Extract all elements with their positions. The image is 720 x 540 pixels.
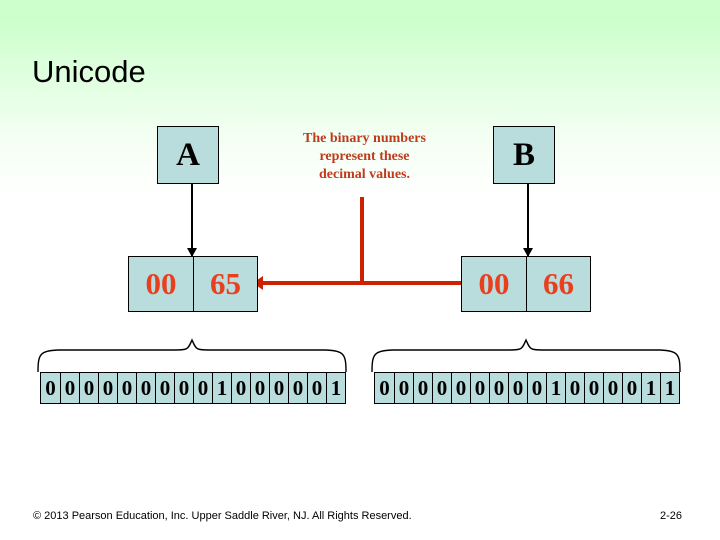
bit-cell: 0 <box>193 373 212 403</box>
connector-arrowhead-b-icon <box>523 248 533 257</box>
bit-cell: 0 <box>98 373 117 403</box>
connector-arrow-a <box>187 184 197 257</box>
character-box-a: A <box>157 126 219 184</box>
bit-cell: 0 <box>603 373 622 403</box>
brace-a-icon <box>37 338 347 373</box>
bit-cell: 1 <box>641 373 660 403</box>
character-glyph-b: B <box>512 136 535 173</box>
bit-cell: 0 <box>489 373 508 403</box>
callout-line-2: represent these <box>319 149 410 164</box>
bit-cell: 0 <box>231 373 250 403</box>
decimal-group-a: 00 65 <box>128 256 258 312</box>
character-glyph-a: A <box>176 136 200 173</box>
bit-cell: 0 <box>432 373 451 403</box>
bit-cell: 0 <box>508 373 527 403</box>
bit-cell: 1 <box>326 373 345 403</box>
brace-b-icon <box>371 338 681 373</box>
footer-page-number: 2-26 <box>660 510 683 522</box>
callout-arrowhead-left-icon <box>253 276 263 290</box>
bit-cell: 0 <box>117 373 136 403</box>
character-box-b: B <box>493 126 555 184</box>
bit-cell: 1 <box>660 373 679 403</box>
page-title: Unicode <box>32 54 146 89</box>
bit-cell: 1 <box>212 373 231 403</box>
bit-cell: 0 <box>155 373 174 403</box>
bit-cell: 0 <box>584 373 603 403</box>
bit-cell: 0 <box>60 373 79 403</box>
bit-cell: 0 <box>470 373 489 403</box>
bit-cell: 0 <box>45 375 56 400</box>
bit-cell: 0 <box>250 373 269 403</box>
callout-caption: The binary numbers represent these decim… <box>262 130 467 184</box>
decimal-cell-a-low: 65 <box>193 257 257 311</box>
callout-line-1: The binary numbers <box>303 131 426 146</box>
decimal-cell-b-high: 00 <box>478 266 510 301</box>
callout-line-3: decimal values. <box>319 167 410 182</box>
decimal-cell-a-high: 00 <box>145 266 177 301</box>
connector-arrow-b <box>523 184 533 257</box>
bit-cell: 0 <box>79 373 98 403</box>
bit-cell: 0 <box>451 373 470 403</box>
bit-cell: 0 <box>565 373 584 403</box>
bit-cell: 0 <box>136 373 155 403</box>
bit-cell: 0 <box>527 373 546 403</box>
callout-stem-line <box>360 197 364 285</box>
decimal-cell-b-low: 66 <box>526 257 590 311</box>
decimal-group-b: 00 66 <box>461 256 591 312</box>
bit-cell: 0 <box>394 373 413 403</box>
bit-cell: 0 <box>307 373 326 403</box>
connector-arrowhead-a-icon <box>187 248 197 257</box>
footer-copyright: © 2013 Pearson Education, Inc. Upper Sad… <box>33 510 412 522</box>
bit-cell: 0 <box>174 373 193 403</box>
callout-horizontal-arrow <box>262 281 462 285</box>
bit-cell: 0 <box>379 375 390 400</box>
bit-cell: 0 <box>622 373 641 403</box>
bit-cell: 0 <box>288 373 307 403</box>
bit-cell: 1 <box>546 373 565 403</box>
bit-cell: 0 <box>413 373 432 403</box>
bit-cell: 0 <box>269 373 288 403</box>
